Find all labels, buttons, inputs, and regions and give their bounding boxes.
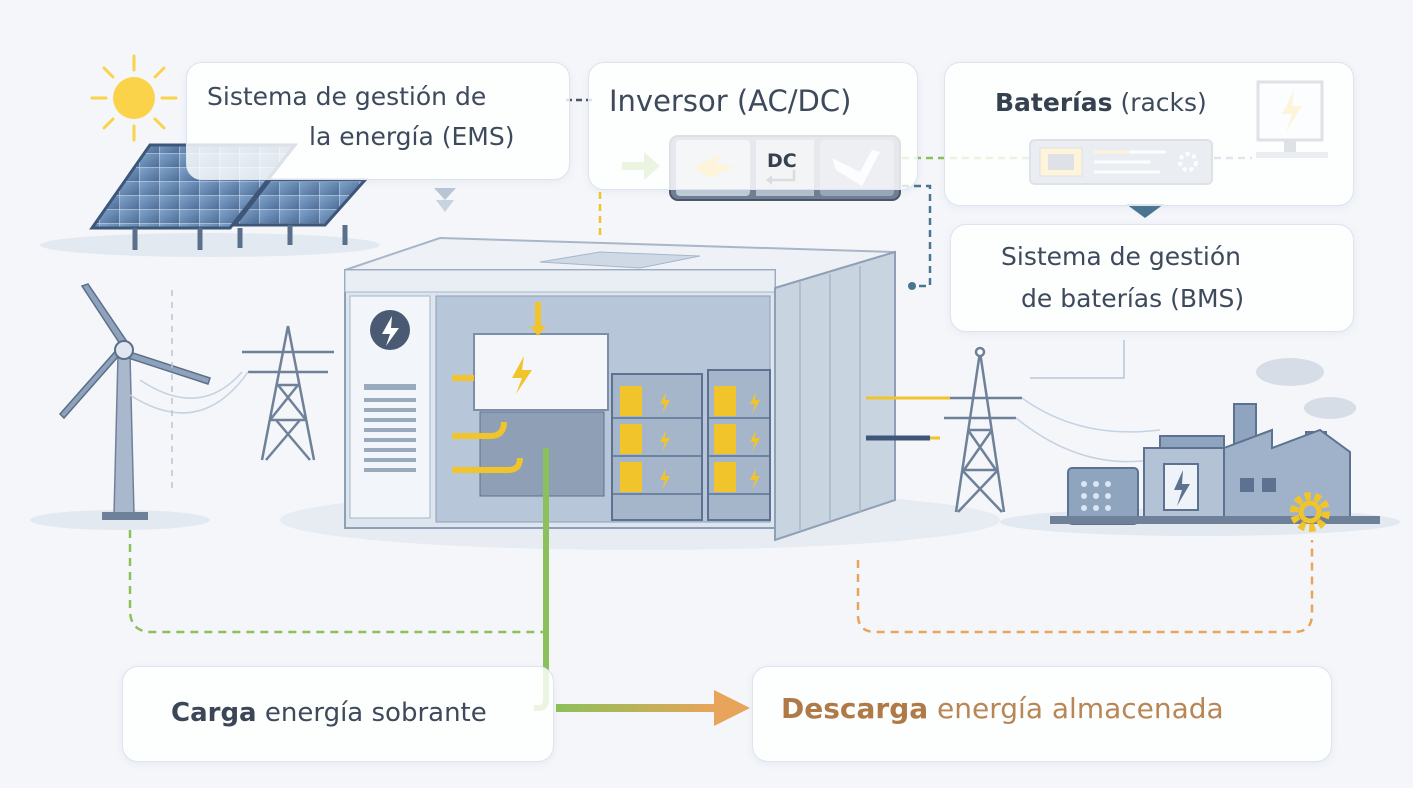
gear-icon [1290,492,1330,532]
batteries-title: Baterías (racks) [995,85,1207,121]
charge-label: Carga energía sobrante [171,695,487,731]
pylon-icon [129,325,334,461]
discharge-strong: Descarga [781,692,929,725]
discharge-label: Descarga energía almacenada [781,691,1224,727]
pylon-icon [938,346,1161,513]
battery-rack [611,369,771,521]
bms-card: Sistema de gestión de baterías (BMS) [950,224,1354,332]
charge-rest: energía sobrante [264,698,487,728]
energy-storage-container [344,236,950,542]
batteries-strong: Baterías [995,88,1113,117]
bms-label-line2: de baterías (BMS) [1021,284,1245,313]
discharge-card: Descarga energía almacenada [752,666,1332,762]
ems-label-line1: Sistema de gestión de [207,82,487,111]
sun-icon [90,54,178,142]
batteries-rest: (racks) [1120,88,1207,117]
inverter-dc-label: DC [767,150,797,172]
wind-turbine-icon [58,283,211,520]
batteries-card: Baterías (racks) [944,62,1354,206]
discharge-rest: energía almacenada [937,692,1224,725]
inverter-title: Inversor (AC/DC) [609,84,852,118]
factory-icon [1050,358,1380,525]
ems-label-line2: la energía (EMS) [309,122,515,151]
arrow-icon [434,188,1164,218]
inverter-card: Inversor (AC/DC) DC [588,62,918,190]
bms-label-line1: Sistema de gestión [1001,242,1242,271]
charge-card: Carga energía sobrante [122,666,554,762]
charge-strong: Carga [171,698,257,728]
ems-card: Sistema de gestión de la energía (EMS) [186,62,570,180]
